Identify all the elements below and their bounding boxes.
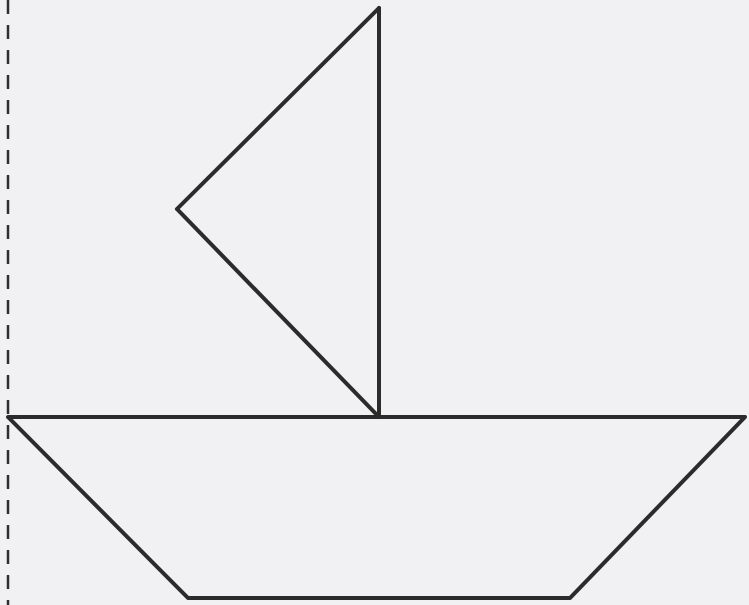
sail-upper-edge [177, 8, 379, 209]
sail [177, 8, 379, 417]
boat-hull [8, 417, 745, 598]
sail-lower-edge [177, 209, 379, 417]
